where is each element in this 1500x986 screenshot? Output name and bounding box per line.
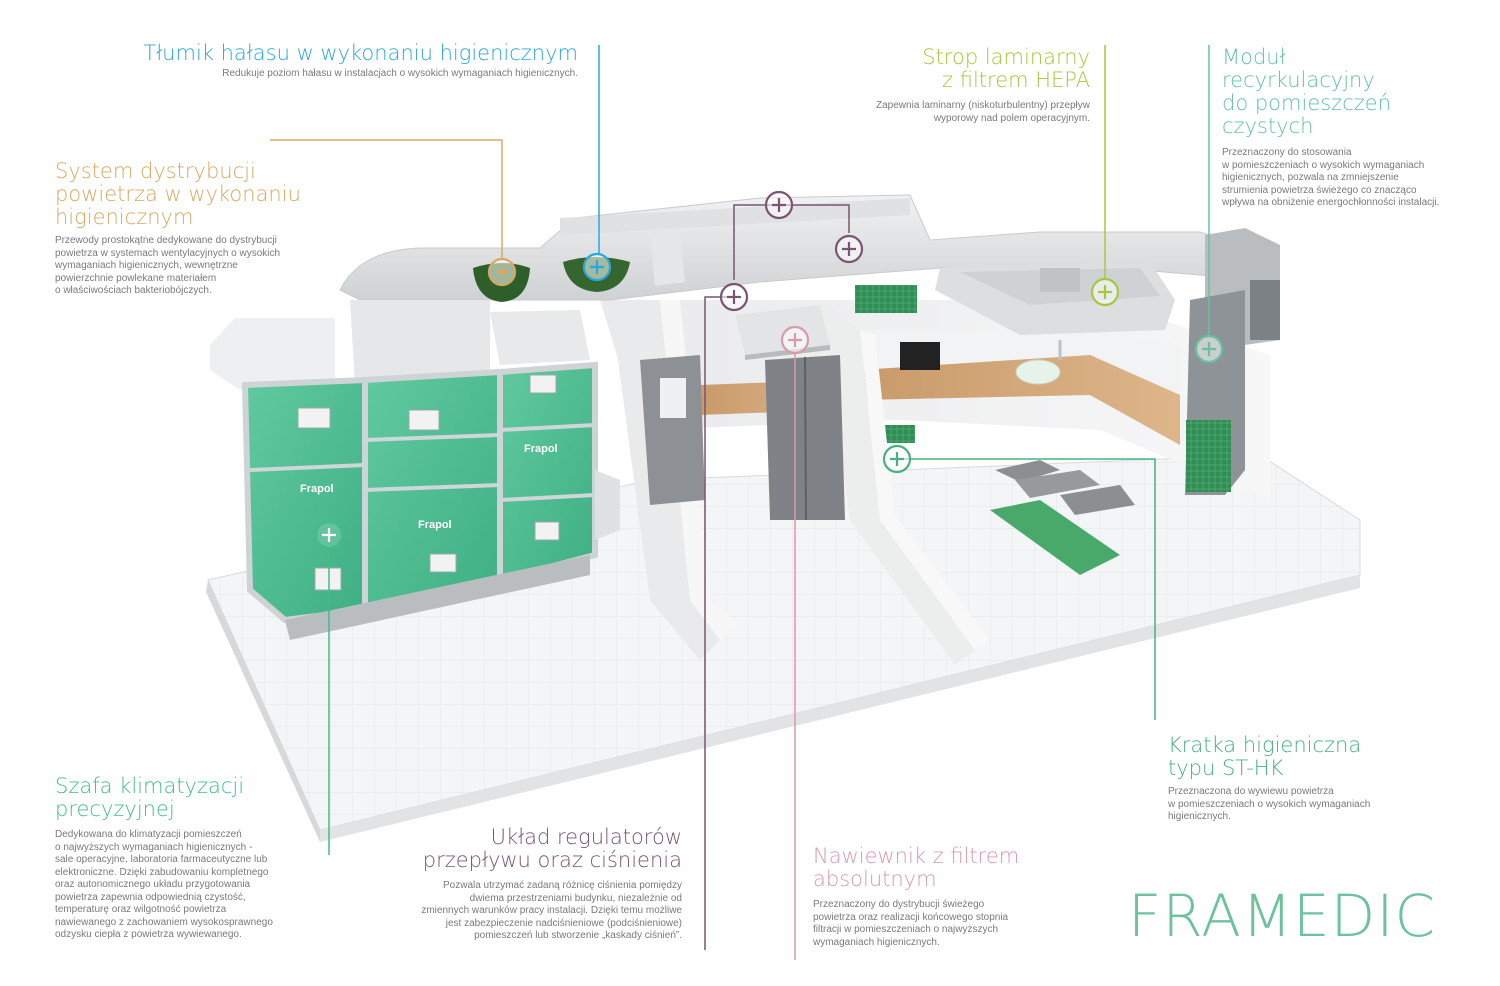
callout-laminar: Strop laminarny z filtrem HEPA Zapewnia … [876,46,1090,125]
diffuser-desc: Przeznaczony do dystrybucji świeżego pow… [813,899,1009,948]
silencer-title: Tłumik hałasu w wykonaniu higienicznym [143,41,578,65]
callout-regulators: Układ regulatorów przepływu oraz ciśnien… [421,826,682,943]
marker-silencer-plus-icon[interactable] [582,252,612,282]
silencer-desc: Redukuje poziom hałasu w instalacjach o … [222,68,578,79]
ahu-section-3 [497,361,598,584]
distribution-title: System dystrybucji powietrza w wykonaniu… [55,159,301,229]
laminar-desc: Zapewnia laminarny (niskoturbulentny) pr… [876,100,1090,124]
marker-grille-plus-icon[interactable] [882,444,912,474]
door-left [640,355,705,505]
cabinet-title: Szafa klimatyzacji precyzyjnej [55,774,245,821]
grille-title: Kratka higieniczna typu ST-HK [1168,733,1362,780]
callout-recirculation: Moduł recyrkulacyjny do pomieszczeń czys… [1222,46,1439,210]
callout-silencer: Tłumik hałasu w wykonaniu higienicznym R… [143,42,578,81]
marker-regulator-3-plus-icon[interactable] [719,282,749,312]
unit-logo-3: Frapol [524,443,558,455]
recirculation-desc: Przeznaczony do stosowania w pomieszczen… [1222,147,1440,208]
marker-regulator-1-plus-icon[interactable] [764,190,794,220]
callout-distribution: System dystrybucji powietrza w wykonaniu… [55,160,301,298]
marker-distribution-plus-icon[interactable] [487,257,517,287]
regulators-title: Układ regulatorów przepływu oraz ciśnien… [422,825,682,872]
recirculation-title: Moduł recyrkulacyjny do pomieszczeń czys… [1222,45,1392,138]
wall-grille-upper [855,285,917,313]
callout-grille: Kratka higieniczna typu ST-HK Przeznaczo… [1168,734,1370,824]
brand-logo: FRAMEDIC [1128,882,1436,950]
marker-laminar-plus-icon[interactable] [1090,277,1120,307]
callout-cabinet: Szafa klimatyzacji precyzyjnej Dedykowan… [55,775,273,942]
wood-panel [860,355,1180,445]
wall-monitor [900,342,940,370]
marker-regulator-2-plus-icon[interactable] [834,234,864,264]
marker-diffuser-plus-icon[interactable] [780,325,810,355]
marker-cabinet-plus-icon[interactable] [314,520,344,550]
callout-diffuser: Nawiewnik z filtrem absolutnym Przeznacz… [813,845,1019,949]
leader-distribution [270,139,503,260]
diffuser-title: Nawiewnik z filtrem absolutnym [813,844,1020,891]
laminar-title: Strop laminarny z filtrem HEPA [922,45,1090,92]
surgical-lamp [1015,359,1061,385]
distribution-desc: Przewody prostokątne dedykowane do dystr… [55,235,281,296]
marker-recirculation-plus-icon[interactable] [1194,334,1224,364]
cabinet-desc: Dedykowana do klimatyzacji pomieszczeń o… [55,829,273,940]
unit-logo-1: Frapol [300,483,334,495]
regulators-desc: Pozwala utrzymać zadaną różnicę ciśnieni… [421,880,682,941]
operating-table-base [990,500,1120,575]
unit-logo-2: Frapol [418,519,452,531]
grille-desc: Przeznaczona do wywiewu powietrza w pomi… [1168,786,1371,822]
leader-grille [897,458,1156,720]
